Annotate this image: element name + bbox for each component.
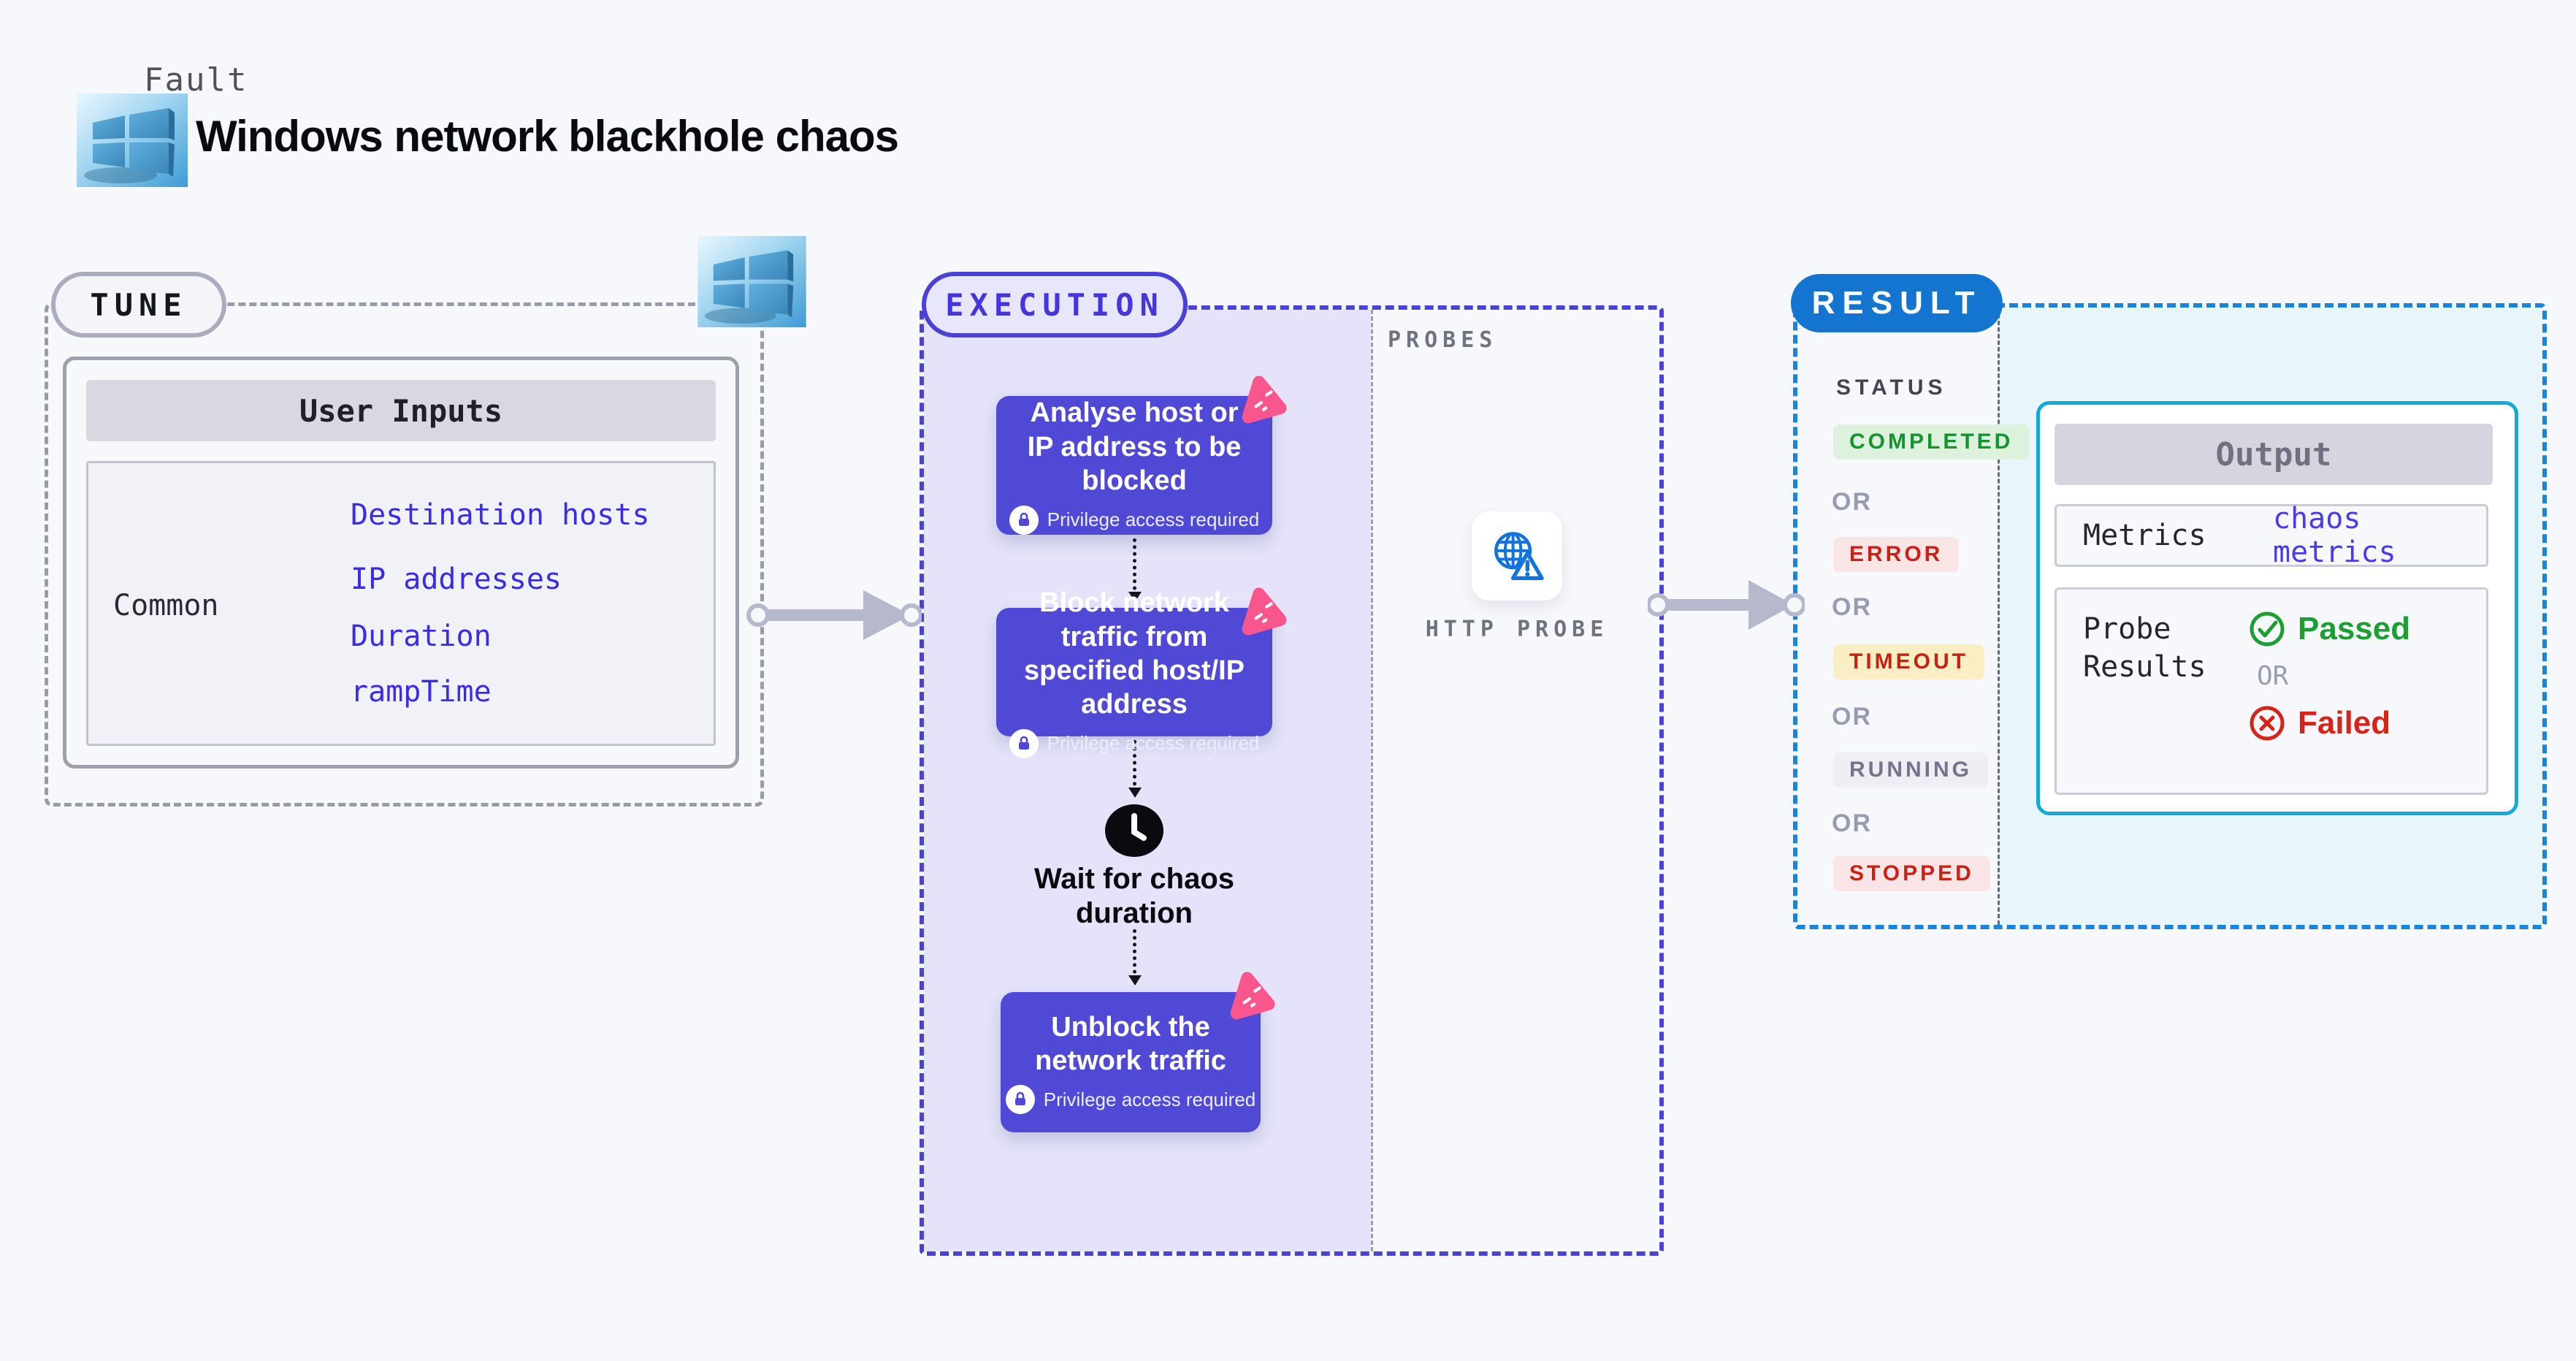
or-label: OR <box>1832 703 1872 731</box>
step-block-traffic: Block network traffic from specified hos… <box>996 587 1272 758</box>
status-output-divider <box>1998 308 2000 925</box>
check-circle-icon <box>2250 611 2285 647</box>
chaos-metrics-link[interactable]: chaos metrics <box>2273 502 2396 569</box>
privilege-note: Privilege access required <box>1043 1088 1256 1110</box>
passed-label: Passed <box>2298 611 2411 647</box>
connector-arrow-down-icon <box>1128 929 1142 986</box>
input-link-destination-hosts[interactable]: Destination hosts <box>351 498 650 532</box>
user-inputs-card: User Inputs Common Destination hosts IP … <box>63 357 739 769</box>
execution-section-badge: EXECUTION <box>922 272 1188 338</box>
privilege-note: Privilege access required <box>1047 508 1260 531</box>
lock-icon <box>1009 728 1039 758</box>
clock-icon <box>1105 801 1163 860</box>
input-link-duration[interactable]: Duration <box>351 619 492 653</box>
output-header: Output <box>2055 424 2493 485</box>
status-column-label: STATUS <box>1836 375 1947 400</box>
or-label: OR <box>2257 661 2289 691</box>
input-link-ip-addresses[interactable]: IP addresses <box>351 563 562 596</box>
status-badge-running: RUNNING <box>1833 752 1988 788</box>
status-badge-stopped: STOPPED <box>1833 856 1990 891</box>
result-section-badge: RESULT <box>1791 274 2003 332</box>
metrics-label: Metrics <box>2083 519 2206 552</box>
connector-arrow-down-icon <box>1128 538 1142 602</box>
wait-step-label: Wait for chaos duration <box>1033 863 1235 930</box>
input-row-label: Common <box>113 589 219 622</box>
fault-kind-label: Fault <box>144 61 248 99</box>
or-label: OR <box>1832 593 1872 621</box>
chaos-badge-icon <box>1242 375 1287 424</box>
arrow-right-icon <box>1646 574 1806 644</box>
windows-logo-icon <box>695 236 809 327</box>
or-label: OR <box>1832 488 1872 516</box>
tune-section-badge: TUNE <box>51 272 226 338</box>
step-label: Analyse host or IP address to be blocked <box>1027 397 1242 497</box>
tune-section-frame <box>45 302 764 807</box>
probe-results-row: Probe Results Passed OR Failed <box>2055 587 2488 795</box>
privilege-note: Privilege access required <box>1047 732 1260 755</box>
probes-lane-divider <box>1371 310 1373 1251</box>
step-analyse-host: Analyse host or IP address to be blocked… <box>996 396 1272 535</box>
status-badge-completed: COMPLETED <box>1833 424 2030 460</box>
step-unblock-traffic: Unblock the network traffic Privilege ac… <box>1001 992 1261 1132</box>
user-inputs-header: User Inputs <box>86 380 716 441</box>
page-title: Windows network blackhole chaos <box>196 112 899 161</box>
output-card: Output Metrics chaos metrics Probe Resul… <box>2036 401 2518 815</box>
connector-arrow-down-icon <box>1128 740 1142 798</box>
or-label: OR <box>1832 809 1872 837</box>
arrow-right-icon <box>746 584 923 654</box>
http-probe-label: HTTP PROBE <box>1425 617 1609 642</box>
user-inputs-body: Common Destination hosts IP addresses Du… <box>86 461 716 746</box>
chaos-badge-icon <box>1230 972 1275 1020</box>
probes-section-label: PROBES <box>1388 327 1498 353</box>
metrics-row: Metrics chaos metrics <box>2055 502 2488 569</box>
windows-logo-icon <box>77 94 188 187</box>
status-badge-timeout: TIMEOUT <box>1833 644 1984 679</box>
lock-icon <box>1009 505 1039 535</box>
globe-warning-icon <box>1494 532 1544 581</box>
step-label: Unblock the network traffic <box>1035 1011 1226 1076</box>
input-link-ramptime[interactable]: rampTime <box>351 675 492 709</box>
probe-results-label: Probe Results <box>2083 612 2206 684</box>
chaos-badge-icon <box>1242 587 1287 636</box>
lock-icon <box>1005 1085 1035 1115</box>
x-circle-icon <box>2250 706 2285 741</box>
step-label: Block network traffic from specified hos… <box>1024 587 1245 720</box>
status-badge-error: ERROR <box>1833 537 1960 572</box>
failed-label: Failed <box>2298 705 2391 741</box>
http-probe-card <box>1472 511 1562 601</box>
